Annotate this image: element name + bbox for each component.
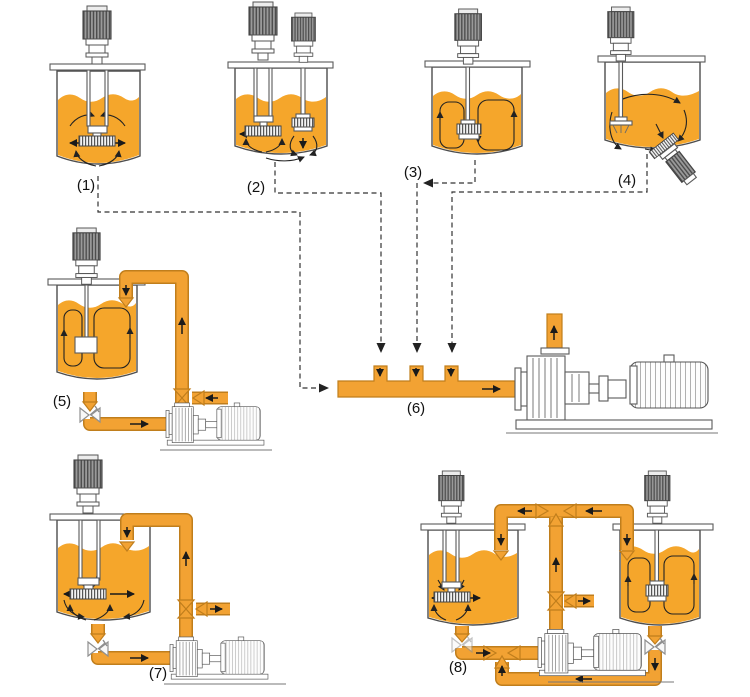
inline-homogenizer-pump-7: [169, 636, 269, 680]
tank-2-mixer-shafts: [253, 61, 315, 132]
dashed-line-tank1-to-manifold: [97, 176, 329, 393]
riser-valve-top: [172, 388, 192, 399]
label-7: (7): [149, 665, 167, 682]
dashed-line-tank4-to-manifold: [447, 154, 648, 353]
mixer-motor-icon: [644, 470, 671, 524]
homogenizer-motor-icon: [291, 12, 316, 63]
tank-8-right-lid: [612, 523, 714, 531]
manifold-flow-arrows: [376, 368, 501, 393]
side-inlet-connector: [191, 389, 205, 407]
manifold-unit-6: (6): [337, 313, 718, 434]
tank-8-left-lid: [420, 523, 526, 531]
dashed-line-tank2-to-manifold: [274, 162, 386, 353]
mixer-motor-icon: [73, 454, 103, 514]
tank-3-liquid: [433, 91, 521, 153]
inline-homogenizer-pump-8: [537, 629, 646, 677]
pump-baseplate: [515, 419, 713, 430]
label-4: (4): [618, 172, 636, 189]
toothed-disc-impeller-icon: [433, 591, 471, 603]
toothed-disc-impeller-icon: [69, 588, 107, 600]
mixer-motor-icon: [454, 8, 482, 65]
toothed-disc-impeller-icon: [244, 125, 282, 137]
unit-7-flow-arrows: [123, 527, 223, 662]
tank-unit-4: (4): [597, 6, 706, 189]
label-1: (1): [77, 177, 95, 194]
mixer-motor-icon: [248, 1, 278, 61]
tank-4-flow-arrows: [609, 93, 687, 154]
tank-8-left-liquid: [429, 550, 517, 624]
tank-unit-2: (2): [227, 1, 334, 196]
label-8: (8): [449, 659, 467, 676]
unit-8-flow-arrows: [476, 507, 659, 683]
inline-pump-6: [506, 313, 718, 434]
toothed-disc-impeller-icon: [78, 135, 116, 147]
tank-unit-1: (1): [49, 5, 146, 194]
tank-7-liquid: [58, 543, 149, 619]
label-6: (6): [407, 400, 425, 417]
mixer-motor-icon: [438, 470, 465, 524]
tank-unit-3: (3): [404, 8, 531, 181]
bottom-entry-homogenizer: [648, 132, 698, 186]
label-2: (2): [247, 179, 265, 196]
tank-8-right-mixer-shaft: [645, 528, 669, 602]
tank-4-lid: [597, 55, 706, 63]
label-5: (5): [53, 393, 71, 410]
mixer-motor-icon: [82, 5, 112, 65]
recirculation-unit-5: (5): [47, 227, 272, 451]
dashed-transfer-network: [97, 154, 648, 393]
mixer-motor-icon: [607, 6, 635, 62]
inline-homogenizer-pump-5: [165, 402, 265, 446]
dual-tank-unit-8: (8): [420, 470, 714, 686]
pipe-inlet-tip: [117, 297, 135, 308]
unit-5-flow-arrows: [122, 285, 218, 428]
tank-2-lid: [227, 61, 334, 69]
tank-5-mixer-shaft: [74, 283, 98, 354]
tank-3-lid: [424, 60, 531, 68]
pipe-outlet-tip: [81, 401, 99, 412]
tank-1-lid: [49, 63, 146, 71]
label-3: (3): [404, 164, 422, 181]
mixer-motor-icon: [72, 227, 101, 285]
manifold-pipe: [337, 365, 516, 398]
pump-motor: [629, 361, 709, 409]
dashed-line-tank3-horizontal: [423, 160, 476, 188]
recirculation-unit-7: (7): [49, 454, 286, 685]
